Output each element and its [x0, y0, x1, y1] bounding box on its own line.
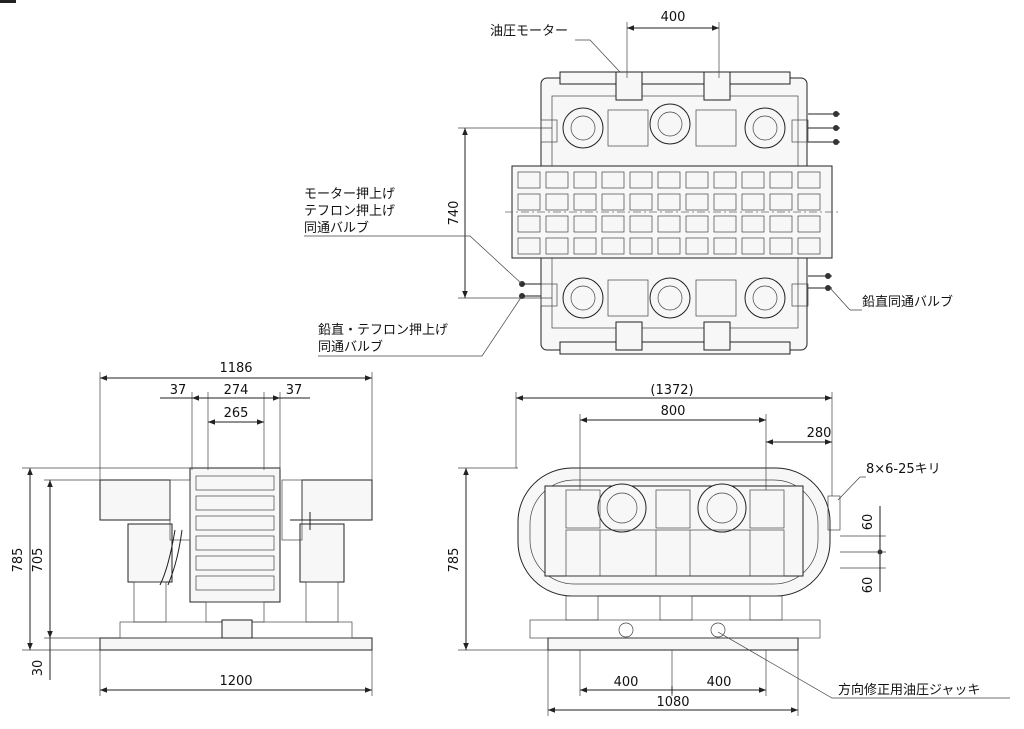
dim-front-1080: 1080 [656, 695, 689, 710]
dim-side-265: 265 [224, 406, 249, 421]
leader-vert-valve [318, 295, 523, 357]
dim-side-37a: 37 [170, 383, 187, 398]
dim-top-400: 400 [661, 10, 686, 25]
label-jack: 方向修正用油圧ジャッキ [838, 682, 980, 698]
label-vert-valve-1: 鉛直・テフロン押上げ [318, 323, 448, 338]
dim-top-740: 740 [447, 201, 462, 226]
corner-mark [0, 0, 16, 3]
dim-front-1372: (1372) [650, 383, 693, 398]
front-view [517, 467, 841, 651]
top-view [505, 71, 840, 355]
leader-motor [575, 39, 621, 73]
dim-side-37b: 37 [286, 383, 303, 398]
dim-side-785: 785 [11, 548, 26, 573]
label-lift-valve-3: 同通バルブ [304, 220, 369, 236]
leader-holes [837, 476, 866, 501]
dim-front-800: 800 [661, 404, 686, 419]
side-view [99, 467, 373, 651]
dim-side-274: 274 [224, 383, 249, 398]
dim-front-400a: 400 [614, 675, 639, 690]
leader-jack [717, 631, 1010, 699]
dim-front-60a: 60 [861, 514, 876, 531]
side-dims: 1186 37 274 37 265 785 705 30 1200 [11, 361, 373, 696]
dim-front-60b: 60 [861, 577, 876, 594]
crawler-links [517, 171, 821, 255]
label-plumb-valve: 鉛直同通バルブ [862, 294, 953, 310]
dim-front-400b: 400 [707, 675, 732, 690]
dim-side-1200: 1200 [219, 674, 252, 689]
dim-side-30: 30 [31, 660, 46, 677]
dim-front-280: 280 [807, 426, 832, 441]
label-motor: 油圧モーター [490, 24, 568, 39]
dim-front-785: 785 [447, 548, 462, 573]
label-lift-valve-2: テフロン押上げ [304, 204, 395, 219]
label-holes: 8×6-25キリ [866, 462, 941, 477]
dim-side-1186: 1186 [219, 361, 252, 376]
label-lift-valve-1: モーター押上げ [304, 187, 395, 202]
front-dims: (1372) 800 280 8×6-25キリ 60 60 785 400 40… [447, 383, 1010, 716]
top-dims: 400 740 [447, 10, 720, 299]
dim-side-705: 705 [31, 548, 46, 573]
leader-lift-valve [304, 235, 523, 285]
leader-plumb-valve [829, 287, 862, 311]
label-vert-valve-2: 同通バルブ [318, 339, 383, 355]
